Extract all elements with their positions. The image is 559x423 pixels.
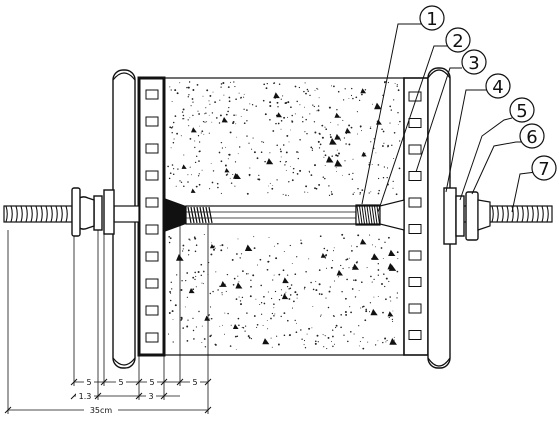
panel-slot [145, 89, 159, 100]
dim-3: 3 [148, 392, 153, 401]
panel-slot [408, 330, 422, 340]
bearing-plate [443, 187, 457, 245]
callout-7: 7 [531, 155, 557, 181]
panel-slot [408, 171, 422, 181]
panel-slot [145, 143, 159, 154]
panel-slot [408, 250, 422, 261]
callout-3: 3 [461, 49, 487, 75]
concrete-stipple [167, 81, 401, 351]
dim-5-c: 5 [149, 378, 154, 387]
svg-text:5: 5 [516, 101, 527, 122]
left-panel-slots [145, 89, 159, 343]
left-clamp-plate [103, 189, 115, 235]
right-nut-assembly [443, 187, 491, 245]
callout-1: 1 [419, 5, 445, 31]
inner-coupler-right [355, 204, 383, 226]
panel-slot [408, 277, 422, 287]
callout-4: 4 [485, 73, 511, 99]
left-nut-assembly [71, 187, 115, 237]
dimension-labels: 5 5 5 5 1.3 3 35cm [76, 376, 200, 415]
washer [455, 195, 465, 237]
callout-6: 6 [519, 123, 545, 149]
svg-text:7: 7 [538, 159, 549, 180]
dimension-ticks [4, 378, 212, 414]
svg-text:2: 2 [452, 31, 463, 52]
panel-slot [408, 118, 422, 128]
left-cone [164, 198, 186, 232]
right-cone [379, 199, 405, 231]
panel-slot [145, 251, 159, 262]
dim-1-3: 1.3 [79, 392, 92, 401]
callout-5: 5 [509, 97, 535, 123]
panel-slot [145, 278, 159, 289]
panel-slot [408, 303, 422, 314]
svg-text:6: 6 [526, 127, 537, 148]
svg-text:4: 4 [492, 77, 503, 98]
dim-5-d: 5 [192, 378, 197, 387]
panel-slot [408, 144, 422, 155]
callout-2: 2 [445, 27, 471, 53]
panel-slot [145, 197, 159, 208]
panel-slot [145, 332, 159, 343]
panel-slot [145, 170, 159, 181]
inner-thread-left [187, 206, 213, 224]
panel-slot [408, 197, 422, 208]
callouts: 1 2 3 4 5 6 7 [361, 5, 557, 213]
dim-5-a: 5 [86, 378, 91, 387]
wing-nut-right [465, 191, 479, 241]
panel-slot [145, 116, 159, 127]
panel-slot [145, 305, 159, 316]
left-washer-plate [93, 195, 103, 231]
panel-slot [408, 91, 422, 102]
svg-text:1: 1 [426, 9, 437, 30]
dim-5-b: 5 [118, 378, 123, 387]
dim-total: 35cm [90, 406, 113, 415]
tie-rod-assembly [164, 198, 405, 232]
right-threaded-bar [489, 205, 553, 223]
panel-slot [145, 224, 159, 235]
svg-text:3: 3 [468, 53, 479, 74]
panel-slot [408, 224, 422, 234]
